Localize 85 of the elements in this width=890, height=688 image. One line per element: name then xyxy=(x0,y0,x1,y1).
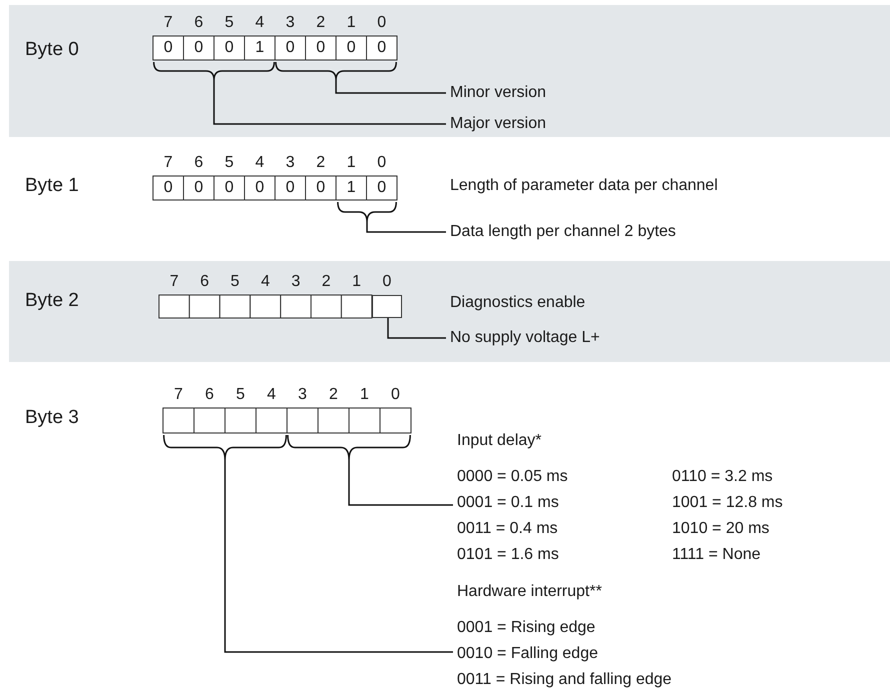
setting-option: 1010 = 20 ms xyxy=(672,518,783,540)
bit-number: 1 xyxy=(352,272,362,292)
bit-number: 7 xyxy=(170,272,179,292)
bit-number: 6 xyxy=(205,385,214,405)
bit-cell xyxy=(372,295,402,318)
section-band xyxy=(9,261,890,362)
bit-value: 0 xyxy=(316,38,326,58)
setting-heading: Hardware interrupt** xyxy=(457,582,603,602)
curly-brace xyxy=(287,435,411,460)
setting-option: 0110 = 3.2 ms xyxy=(672,466,783,488)
bit-number: 7 xyxy=(164,153,173,173)
bit-value: 0 xyxy=(224,178,234,198)
bit-number: 5 xyxy=(230,272,240,292)
bit-number: 0 xyxy=(382,272,392,292)
bit-number: 2 xyxy=(329,385,338,405)
bit-number: 4 xyxy=(255,13,264,33)
bit-value: 0 xyxy=(346,38,356,58)
field-description: Length of parameter data per channel xyxy=(450,176,718,196)
bit-value: 0 xyxy=(377,38,386,58)
setting-option: 1111 = None xyxy=(672,544,783,566)
bit-value: 0 xyxy=(286,38,295,58)
bit-number: 0 xyxy=(377,153,386,173)
bit-number: 2 xyxy=(316,13,326,33)
bit-number: 7 xyxy=(174,385,183,405)
setting-heading: Input delay* xyxy=(457,431,543,451)
leader-line xyxy=(387,318,446,339)
field-description: Data length per channel 2 bytes xyxy=(450,221,676,243)
bit-value: 0 xyxy=(164,178,173,198)
leader-line xyxy=(366,222,446,233)
bit-number: 3 xyxy=(286,153,295,173)
leader-line xyxy=(213,80,446,125)
bit-value: 0 xyxy=(377,178,386,198)
bit-number: 4 xyxy=(267,385,276,405)
bit-number: 7 xyxy=(164,13,173,33)
bit-value: 1 xyxy=(346,178,356,198)
leader-line xyxy=(224,460,453,653)
setting-option: 0001 = Rising edge xyxy=(457,617,672,639)
setting-option: 1001 = 12.8 ms xyxy=(672,492,783,514)
bit-number: 2 xyxy=(316,153,326,173)
bit-number: 5 xyxy=(224,13,234,33)
bit-number: 0 xyxy=(391,385,400,405)
setting-option: 0001 = 0.1 ms xyxy=(457,492,672,514)
bit-value: 0 xyxy=(224,38,234,58)
bit-value: 1 xyxy=(255,38,264,58)
section-band xyxy=(9,5,890,137)
bit-value: 0 xyxy=(286,178,295,198)
bit-number: 6 xyxy=(194,13,204,33)
field-description: Diagnostics enable xyxy=(450,293,586,313)
bit-number: 1 xyxy=(360,385,369,405)
setting-option: 0011 = Rising and falling edge xyxy=(457,669,672,688)
bit-number: 1 xyxy=(346,13,356,33)
setting-option: 0000 = 0.05 ms xyxy=(457,466,672,488)
bit-value: 0 xyxy=(316,178,326,198)
bit-number: 2 xyxy=(322,272,331,292)
field-description: Minor version xyxy=(450,82,546,104)
leader-line xyxy=(335,80,446,94)
bit-value: 0 xyxy=(194,178,204,198)
curly-brace xyxy=(153,62,275,80)
byte-label: Byte 2 xyxy=(25,290,79,312)
setting-option: 0010 = Falling edge xyxy=(457,643,672,665)
bit-value: 0 xyxy=(164,38,173,58)
bit-number: 6 xyxy=(194,153,204,173)
bit-number: 1 xyxy=(346,153,356,173)
curly-brace xyxy=(163,435,287,460)
bit-number: 0 xyxy=(377,13,386,33)
curly-brace xyxy=(275,62,397,80)
bit-value: 0 xyxy=(194,38,204,58)
byte-label: Byte 0 xyxy=(25,39,79,61)
bit-number: 3 xyxy=(286,13,295,33)
bit-number: 4 xyxy=(260,272,270,292)
byte-label: Byte 1 xyxy=(25,176,79,196)
field-description: Major version xyxy=(450,113,546,135)
curly-brace xyxy=(337,202,397,222)
bit-value: 0 xyxy=(255,178,264,198)
bit-number: 4 xyxy=(255,153,264,173)
bit-number: 3 xyxy=(291,272,300,292)
bit-number: 3 xyxy=(298,385,307,405)
setting-option: 0101 = 1.6 ms xyxy=(457,544,672,566)
bit-number: 6 xyxy=(200,272,210,292)
bit-number: 5 xyxy=(236,385,245,405)
field-description: No supply voltage L+ xyxy=(450,327,600,349)
bit-number: 5 xyxy=(224,153,234,173)
setting-option: 0011 = 0.4 ms xyxy=(457,518,672,540)
leader-line xyxy=(348,460,453,506)
byte-label: Byte 3 xyxy=(25,408,79,428)
